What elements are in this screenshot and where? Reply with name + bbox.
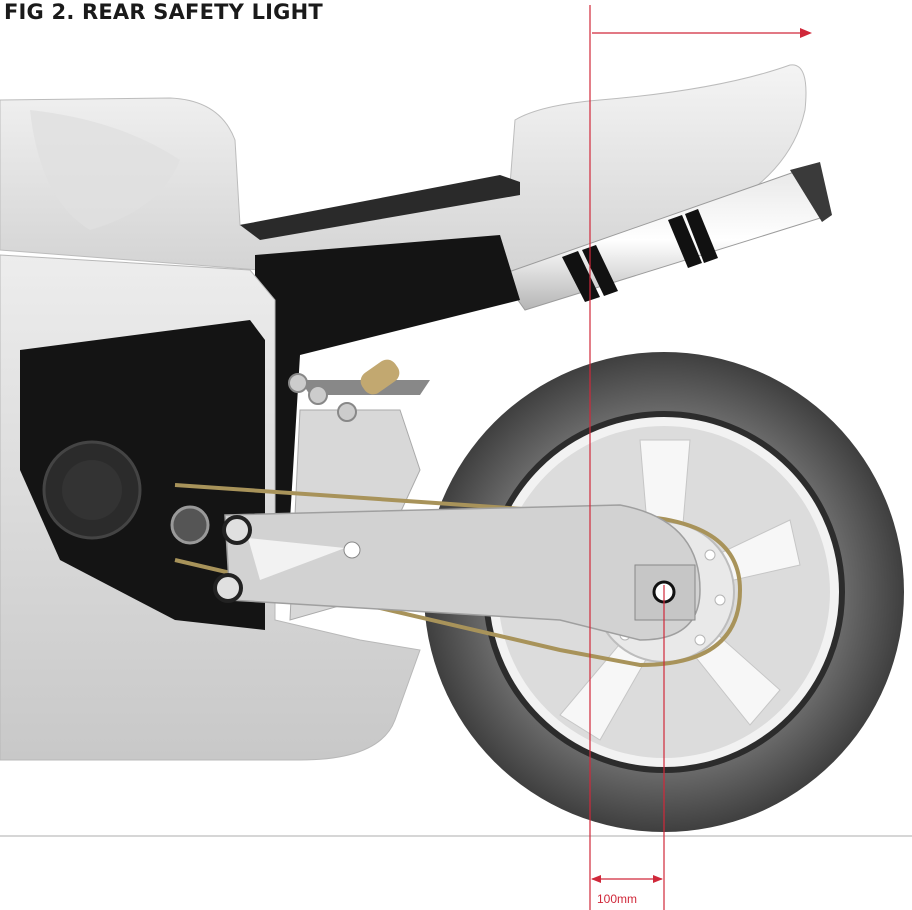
seat-highlight xyxy=(30,110,180,230)
swingarm xyxy=(224,504,701,641)
swingarm-pivot-upper xyxy=(222,515,252,545)
drive-chain xyxy=(174,483,743,668)
dimension-label: 100mm xyxy=(597,892,638,906)
seat-pad xyxy=(240,175,520,240)
dimension-arrow-right xyxy=(653,875,663,883)
measurement-guides xyxy=(589,5,805,910)
rear-shock xyxy=(288,359,430,422)
figure-title: FIG 2. REAR SAFETY LIGHT xyxy=(4,0,323,24)
sprocket-hub xyxy=(170,505,210,545)
subframe xyxy=(255,235,520,520)
dimension-arrow-left xyxy=(591,875,601,883)
engine-cavity xyxy=(20,320,265,630)
swingarm-pivot-lower xyxy=(213,573,243,603)
top-arrow-head xyxy=(800,28,812,38)
